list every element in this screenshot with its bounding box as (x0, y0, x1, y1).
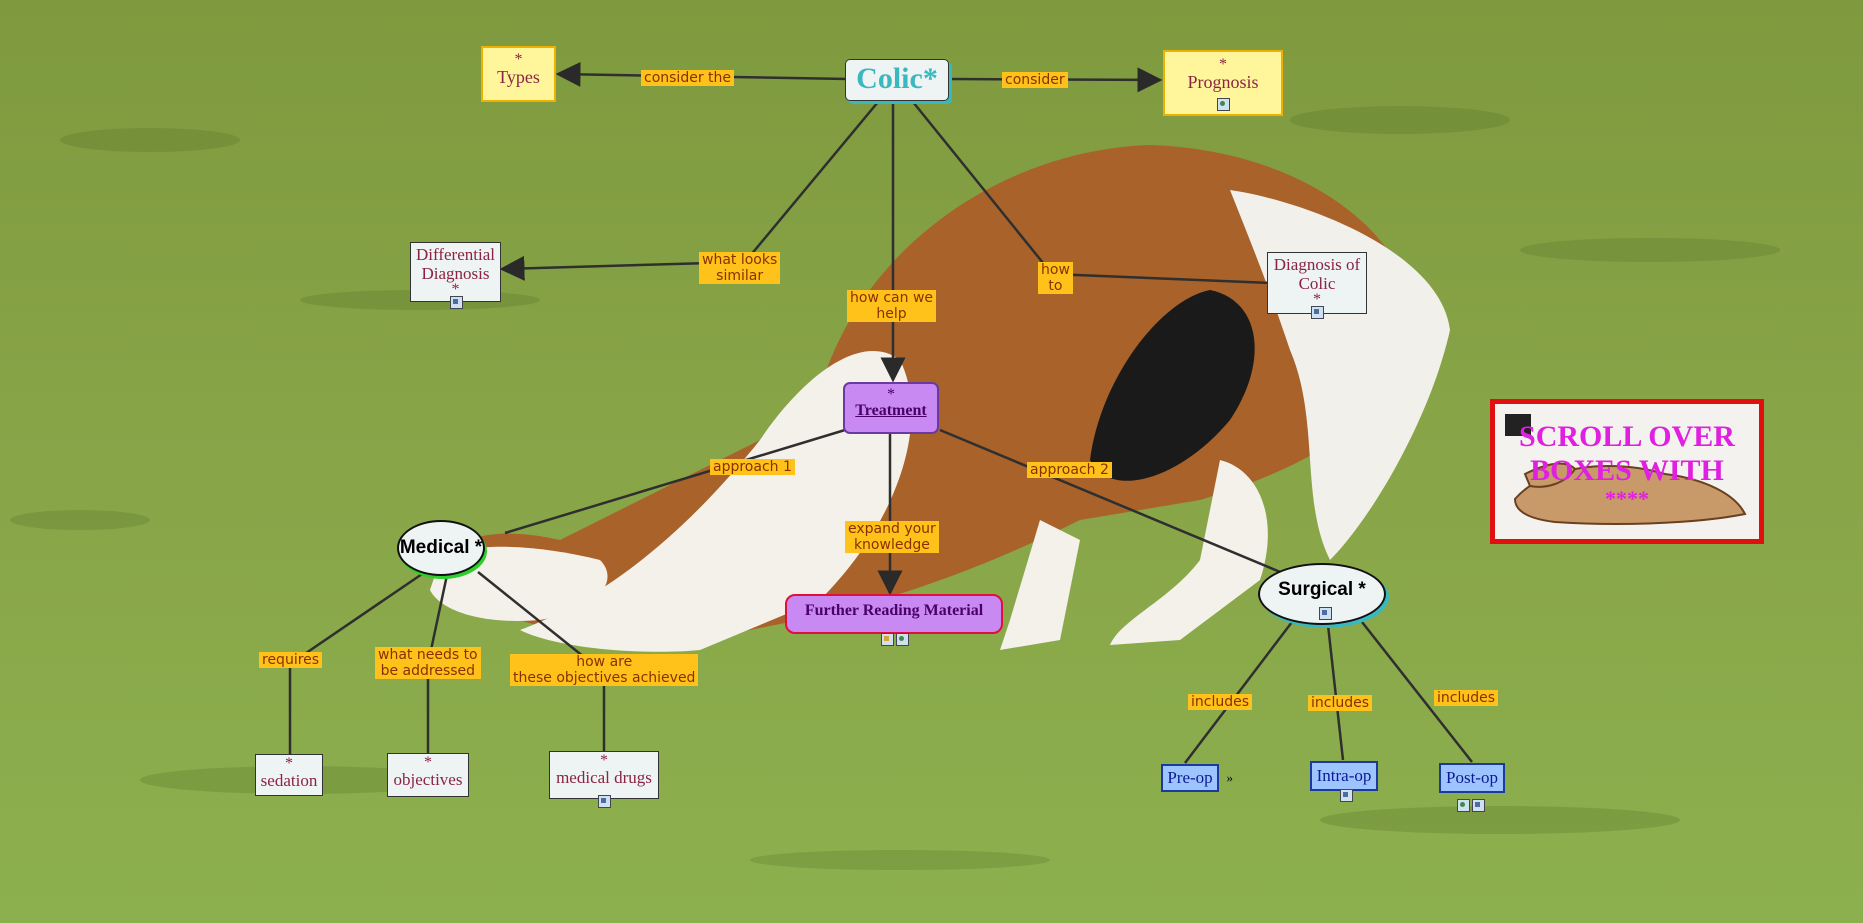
treatment-star: * (887, 386, 895, 403)
types-label: Types (497, 67, 540, 87)
link-label-requires: requires (259, 652, 323, 668)
resource-icon[interactable] (450, 296, 463, 309)
image-icon[interactable] (896, 632, 909, 646)
medical-drugs-label: medical drugs (556, 768, 652, 787)
resource-icon[interactable] (1472, 798, 1485, 812)
intra-op-label: Intra-op (1316, 766, 1372, 785)
resource-icon[interactable] (1311, 306, 1324, 319)
link-label-consider: consider (1002, 72, 1068, 88)
medical-drugs-star: * (600, 752, 608, 769)
treatment-label: Treatment (855, 402, 927, 419)
concept-surgical[interactable]: Surgical * (1258, 563, 1386, 625)
surgical-label: Surgical * (1278, 579, 1366, 600)
resource-icon[interactable] (1340, 789, 1353, 802)
horse-sketch-image (1505, 414, 1747, 525)
sedation-label: sedation (260, 771, 318, 790)
link-label-expand-your-knowledge: expand your knowledge (845, 521, 939, 553)
objectives-star: * (424, 754, 432, 771)
pre-op-label: Pre-op (1167, 768, 1213, 787)
link-label-includes-pre-op: includes (1188, 694, 1253, 710)
concept-pre-op[interactable]: Pre-op » (1161, 764, 1233, 792)
sedation-star: * (285, 755, 293, 772)
banner-line-1: SCROLL OVER (1519, 420, 1735, 453)
concept-types[interactable]: * Types (481, 46, 556, 102)
expand-icon[interactable]: » (1226, 770, 1234, 785)
objectives-label: objectives (393, 770, 463, 789)
link-label-consider-the: consider the (641, 70, 735, 86)
concept-treatment[interactable]: * Treatment (843, 382, 939, 434)
link-label-what-needs-to-be-addressed: what needs to be addressed (375, 647, 481, 679)
link-label-includes-post-op: includes (1434, 690, 1499, 706)
banner-line-3: **** (1605, 486, 1649, 511)
concept-medical[interactable]: Medical * (397, 520, 485, 576)
link-label-includes-intra-op: includes (1308, 695, 1373, 711)
differential-diagnosis-label: Differential Diagnosis (416, 245, 495, 283)
concept-medical-drugs[interactable]: * medical drugs (549, 751, 659, 808)
document-icon[interactable] (881, 632, 894, 646)
concept-objectives[interactable]: * objectives (387, 753, 469, 797)
concept-diagnosis-of-colic[interactable]: Diagnosis of Colic * (1267, 252, 1367, 319)
diagnosis-of-colic-label: Diagnosis of Colic (1273, 255, 1361, 293)
link-label-how-are-objectives-achieved: how are these objectives achieved (510, 654, 699, 686)
concept-further-reading[interactable]: Further Reading Material (785, 594, 1003, 646)
concept-sedation[interactable]: * sedation (255, 754, 323, 796)
link-label-how-to: how to (1038, 262, 1073, 294)
concept-intra-op[interactable]: Intra-op (1310, 761, 1378, 802)
link-label-how-can-we-help: how can we help (847, 290, 937, 322)
link-label-approach-1: approach 1 (710, 459, 795, 475)
image-icon[interactable] (1457, 798, 1470, 812)
image-icon[interactable] (1216, 98, 1230, 112)
diagnosis-of-colic-star: * (1313, 291, 1321, 308)
resource-icon[interactable] (1319, 607, 1332, 620)
further-reading-icons (880, 624, 910, 654)
post-op-label: Post-op (1446, 768, 1498, 787)
concept-differential-diagnosis[interactable]: Differential Diagnosis * (410, 242, 501, 309)
further-reading-label: Further Reading Material (804, 602, 984, 619)
link-label-what-looks-similar: what looks similar (699, 252, 781, 284)
post-op-icons (1456, 791, 1486, 817)
concept-post-op[interactable]: Post-op (1439, 763, 1505, 812)
concept-prognosis[interactable]: * Prognosis (1163, 50, 1283, 116)
types-star: * (514, 51, 523, 68)
banner-line-2: BOXES WITH (1530, 454, 1724, 487)
instruction-banner: SCROLL OVER BOXES WITH **** (1490, 399, 1764, 544)
concept-colic-root[interactable]: Colic* (845, 59, 949, 101)
differential-star: * (451, 281, 460, 298)
resource-icon[interactable] (598, 795, 611, 808)
link-label-approach-2: approach 2 (1027, 462, 1112, 478)
prognosis-star: * (1219, 56, 1227, 73)
prognosis-label: Prognosis (1187, 72, 1259, 92)
